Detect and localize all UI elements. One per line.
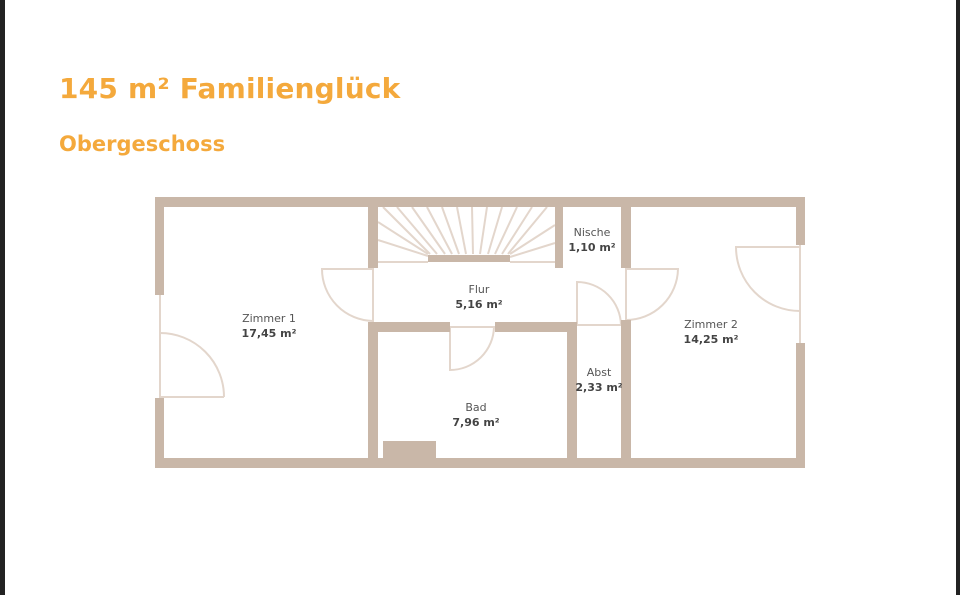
- window-edge-right: [956, 0, 960, 595]
- room-nische: Nische 1,10 m²: [568, 225, 615, 255]
- room-name: Zimmer 1: [242, 312, 296, 325]
- room-abst: Abst 2,33 m²: [575, 365, 622, 395]
- walls: [155, 197, 805, 468]
- room-name: Flur: [468, 283, 490, 296]
- room-name: Abst: [586, 366, 612, 379]
- room-area: 17,45 m²: [241, 327, 297, 340]
- window-edge-left: [0, 0, 5, 595]
- floor-subtitle: Obergeschoss: [59, 132, 226, 156]
- staircase-icon: [377, 206, 556, 263]
- room-area: 1,10 m²: [568, 241, 616, 254]
- room-area: 7,96 m²: [452, 416, 500, 429]
- room-zimmer-2: Zimmer 2 14,25 m²: [684, 317, 739, 347]
- page-title: 145 m² Familienglück: [59, 72, 401, 105]
- door-swings: [159, 245, 801, 398]
- room-area: 5,16 m²: [455, 298, 503, 311]
- room-name: Zimmer 2: [684, 318, 738, 331]
- room-name: Nische: [573, 226, 611, 239]
- room-area: 2,33 m²: [575, 381, 623, 394]
- room-flur: Flur 5,16 m²: [455, 282, 502, 312]
- room-bad: Bad 7,96 m²: [452, 400, 499, 430]
- room-zimmer-1: Zimmer 1 17,45 m²: [242, 311, 297, 341]
- room-name: Bad: [465, 401, 487, 414]
- room-area: 14,25 m²: [683, 333, 739, 346]
